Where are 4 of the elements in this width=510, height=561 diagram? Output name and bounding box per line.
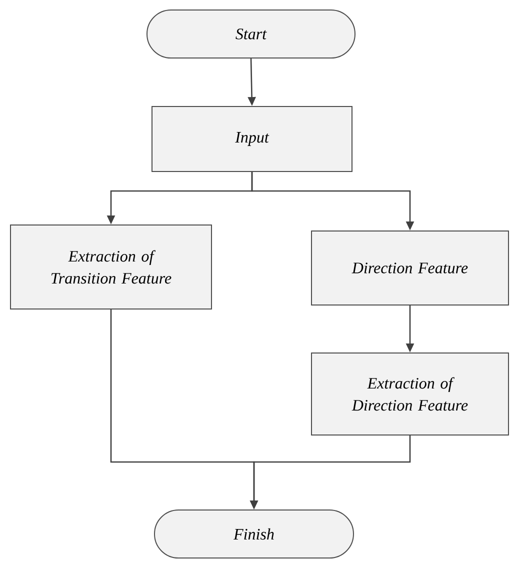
process-box: Input: [152, 106, 352, 172]
process-box: Extraction of Direction Feature: [311, 352, 509, 436]
process-box: Extraction of Transition Feature: [10, 224, 212, 310]
process-box: Direction Feature: [311, 230, 509, 306]
